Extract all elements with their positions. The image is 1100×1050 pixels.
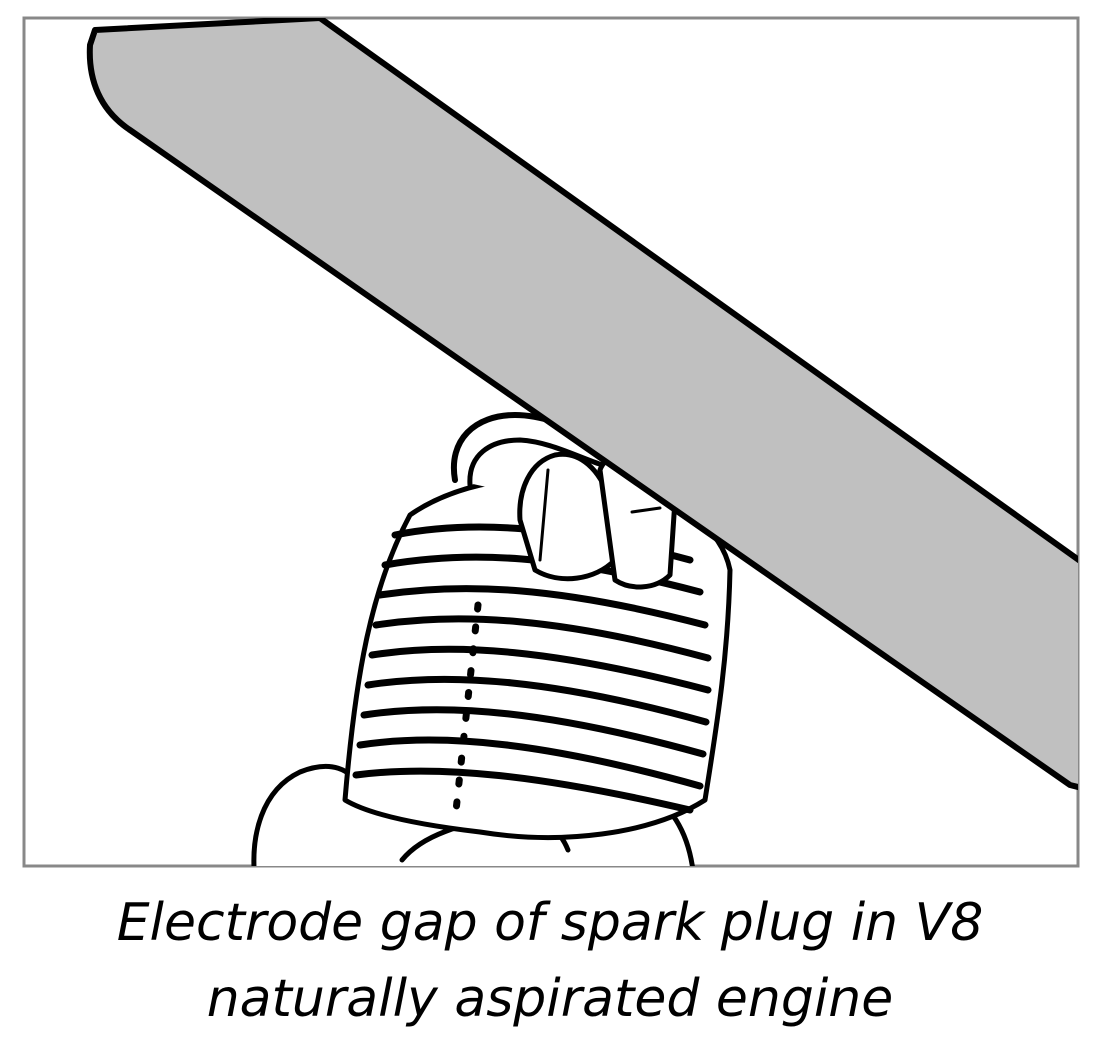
spark-plug-icon — [251, 412, 733, 866]
spark-plug-gap-illustration — [22, 16, 1080, 868]
spark-plug-insulator — [517, 451, 618, 582]
feeler-gauge-blade-icon — [86, 18, 1078, 791]
figure-caption: Electrode gap of spark plug in V8 natura… — [0, 885, 1100, 1045]
caption-line-2: naturally aspirated engine — [206, 969, 894, 1029]
caption-line-1: Electrode gap of spark plug in V8 — [116, 893, 984, 953]
